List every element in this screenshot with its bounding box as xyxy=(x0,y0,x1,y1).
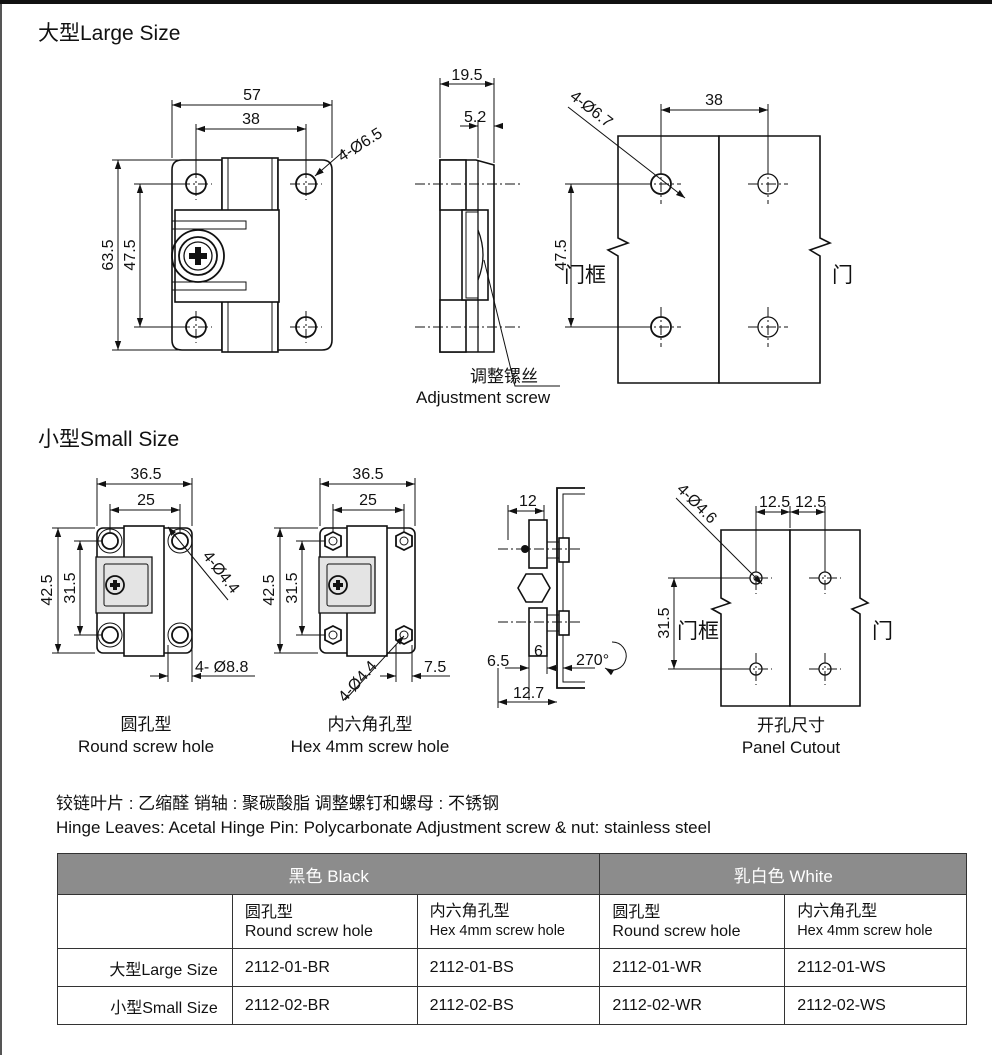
dim-small-hex-width-outer: 36.5 xyxy=(352,466,383,483)
adjust-screw-label-en: Adjustment screw xyxy=(416,388,551,407)
subheader-white-hex: 内六角孔型 Hex 4mm screw hole xyxy=(784,894,967,949)
subheader-hex-en: Hex 4mm screw hole xyxy=(797,923,933,939)
small-cutout-view: 12.5 12.5 31.5 4-Ø4.6 门框 门 开孔尺寸 Panel Cu… xyxy=(656,481,893,757)
table-row: 大型Large Size 2112-01-BR 2112-01-BS 2112-… xyxy=(57,948,967,987)
dim-small-cutout-right: 12.5 xyxy=(795,494,826,511)
dim-large-depth: 19.5 xyxy=(451,67,482,84)
dim-small-round-counterbore: 4- Ø8.8 xyxy=(195,659,248,676)
small-door-label: 门 xyxy=(872,620,893,643)
dim-small-round-width-inner: 25 xyxy=(137,492,155,509)
dim-small-hex-size: 7.5 xyxy=(424,659,446,676)
subheader-round-en: Round screw hole xyxy=(612,922,741,940)
subheader-empty xyxy=(57,894,233,949)
large-size-title: 大型Large Size xyxy=(38,22,180,45)
dim-large-offset: 5.2 xyxy=(464,109,486,126)
table-cell: 2112-02-BS xyxy=(416,986,601,1025)
large-frame-label: 门框 xyxy=(564,264,606,287)
dim-small-side-angle: 270° xyxy=(576,652,609,669)
dim-small-hex-height-outer: 42.5 xyxy=(261,574,278,605)
materials-line-en: Hinge Leaves: Acetal Hinge Pin: Polycarb… xyxy=(56,818,711,837)
table-header-row: 黑色 Black 乳白色 White xyxy=(56,853,967,895)
table-cell: 2112-02-WR xyxy=(599,986,786,1025)
left-border xyxy=(0,4,2,1055)
small-frame-label: 门框 xyxy=(677,620,719,643)
caption-hex-en: Hex 4mm screw hole xyxy=(291,737,450,756)
row-label: 小型Small Size xyxy=(57,986,233,1025)
header-white: 乳白色 White xyxy=(599,853,967,895)
caption-cutout-cn: 开孔尺寸 xyxy=(757,716,825,735)
subheader-hex-en: Hex 4mm screw hole xyxy=(429,923,565,939)
top-border xyxy=(0,0,992,4)
caption-round-cn: 圆孔型 xyxy=(121,715,172,734)
table-cell: 2112-01-WS xyxy=(784,948,967,987)
small-side-view: 12 6.5 6 12.7 270° xyxy=(487,487,627,708)
subheader-round-cn: 圆孔型 xyxy=(612,903,661,921)
dim-small-cutout-left: 12.5 xyxy=(759,494,790,511)
materials-line-cn: 铰链叶片 : 乙缩醛 销轴 : 聚碳酸脂 调整螺钉和螺母 : 不锈钢 xyxy=(56,794,499,813)
dim-cutout-large-height: 47.5 xyxy=(553,239,570,270)
large-side-view: 19.5 5.2 调整镙丝 Adjustment screw xyxy=(415,67,560,407)
subheader-hex-cn: 内六角孔型 xyxy=(429,903,510,920)
adjust-screw-label-cn: 调整镙丝 xyxy=(470,367,538,386)
dim-small-hex-width-inner: 25 xyxy=(359,492,377,509)
header-black: 黑色 Black xyxy=(56,853,601,895)
small-hex-front-view: 36.5 25 42.5 31.5 4-Ø4.4 7.5 内六角孔型 Hex 4… xyxy=(261,466,450,756)
dim-small-side-top: 12 xyxy=(519,493,537,510)
subheader-round-en: Round screw hole xyxy=(244,922,373,940)
table-row: 小型Small Size 2112-02-BR 2112-02-BS 2112-… xyxy=(57,986,967,1025)
dim-small-side-bottom: 12.7 xyxy=(513,685,544,702)
table-cell: 2112-01-BS xyxy=(416,948,601,987)
small-size-title: 小型Small Size xyxy=(38,428,179,451)
dim-small-side-a: 6.5 xyxy=(487,653,509,670)
table-cell: 2112-02-WS xyxy=(784,986,967,1025)
dim-large-width-outer: 57 xyxy=(243,87,261,104)
large-door-label: 门 xyxy=(832,264,853,287)
materials-spec: 铰链叶片 : 乙缩醛 销轴 : 聚碳酸脂 调整螺钉和螺母 : 不锈钢 Hinge… xyxy=(56,793,711,841)
dim-large-height-outer: 63.5 xyxy=(100,239,117,270)
dim-large-height-inner: 47.5 xyxy=(122,239,139,270)
dim-small-cutout-height: 31.5 xyxy=(656,607,673,638)
dim-small-round-height-outer: 42.5 xyxy=(39,574,56,605)
caption-hex-cn: 内六角孔型 xyxy=(328,715,413,734)
dim-small-round-width-outer: 36.5 xyxy=(130,466,161,483)
dim-large-holes: 4-Ø6.5 xyxy=(335,125,386,165)
small-round-front-view: 36.5 25 42.5 31.5 4-Ø4.4 4- Ø8.8 圆孔型 Rou… xyxy=(39,466,255,756)
dim-small-round-height-inner: 31.5 xyxy=(62,572,79,603)
dim-small-cutout-holes: 4-Ø4.6 xyxy=(673,481,720,528)
subheader-round-cn: 圆孔型 xyxy=(244,903,293,921)
dim-small-hex-holes: 4-Ø4.4 xyxy=(335,658,380,706)
dim-large-width-inner: 38 xyxy=(242,111,260,128)
table-cell: 2112-01-WR xyxy=(599,948,786,987)
table-cell: 2112-02-BR xyxy=(231,986,418,1025)
dim-small-side-b: 6 xyxy=(534,643,543,660)
caption-cutout-en: Panel Cutout xyxy=(742,738,841,757)
caption-round-en: Round screw hole xyxy=(78,737,214,756)
large-front-view: 57 38 63.5 47.5 4-Ø6.5 xyxy=(100,87,386,353)
table-cell: 2112-01-BR xyxy=(231,948,418,987)
large-cutout-view: 38 47.5 4-Ø6.7 门框 门 xyxy=(553,88,853,384)
dim-cutout-large-width: 38 xyxy=(705,92,723,109)
dim-small-hex-height-inner: 31.5 xyxy=(284,572,301,603)
subheader-black-hex: 内六角孔型 Hex 4mm screw hole xyxy=(416,894,601,949)
subheader-hex-cn: 内六角孔型 xyxy=(797,903,878,920)
row-label: 大型Large Size xyxy=(57,948,233,987)
